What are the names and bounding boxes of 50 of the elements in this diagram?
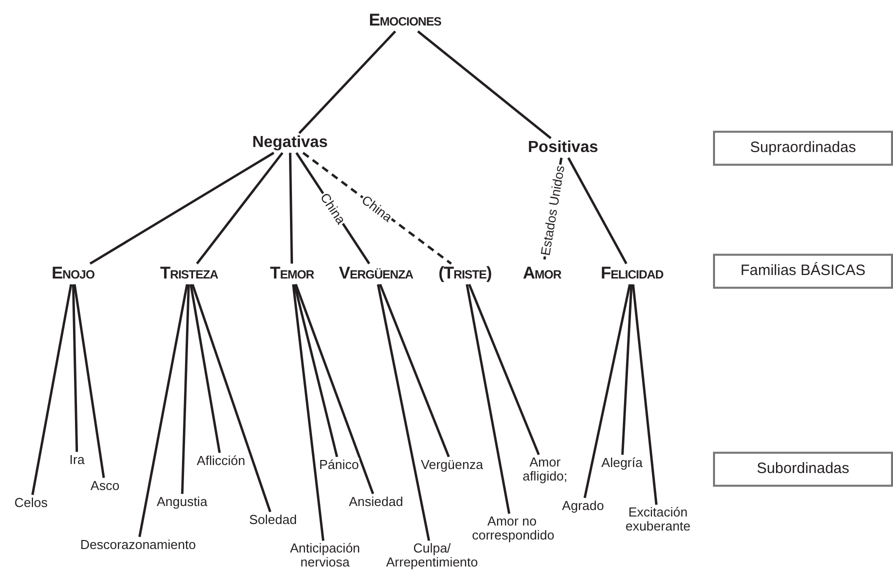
level-box: Familias BÁSICAS	[713, 254, 893, 288]
emotion-label: Alegría	[601, 456, 643, 470]
connector-line	[293, 284, 338, 458]
category-label: Tristeza	[160, 264, 218, 284]
level-box: Subordinadas	[713, 452, 893, 486]
connector-line	[292, 284, 324, 541]
connector-line	[379, 284, 450, 458]
connector-line	[376, 284, 430, 541]
connector-line	[191, 284, 272, 512]
connector-line	[196, 152, 284, 264]
connector-line	[190, 284, 221, 454]
connector-line	[72, 284, 78, 452]
category-label: Vergüenza	[338, 264, 414, 284]
connector-line	[621, 284, 633, 455]
connector-line	[584, 284, 631, 498]
emotion-label: Descorazonamiento	[80, 538, 196, 552]
emotion-label: Ira	[69, 452, 85, 468]
category-label: Enojo	[52, 264, 94, 284]
edge-label: Estados Unidos	[538, 164, 567, 258]
category-label: Amor	[522, 264, 562, 284]
group-label: Positivas	[528, 139, 598, 157]
category-label: (Triste)	[438, 264, 492, 284]
emotion-label: Asco	[90, 478, 120, 494]
connector-line	[294, 284, 374, 494]
category-label: Temor	[270, 264, 314, 284]
emotion-label: Celos	[14, 496, 48, 510]
connector-line	[138, 284, 188, 538]
connector-line	[567, 157, 628, 264]
emotion-label: Aflicción	[196, 454, 246, 468]
level-box: Supraordinadas	[713, 130, 893, 166]
connector-line	[181, 284, 190, 494]
connector-line	[298, 30, 396, 134]
emotion-label: Angustia	[156, 494, 208, 510]
connector-line	[466, 284, 510, 514]
connector-line	[73, 284, 105, 478]
emotion-label: Pánico	[319, 458, 359, 472]
emotion-label: Ansiedad	[348, 494, 404, 510]
connector-line	[632, 284, 658, 505]
connector-line	[417, 30, 552, 140]
emotion-label: Agrado	[562, 498, 604, 514]
category-label: Felicidad	[600, 264, 664, 284]
emotion-label: Amor no correspondido	[472, 514, 552, 544]
connector-line	[468, 284, 540, 456]
category-label: Emociones	[368, 12, 442, 30]
connector-line	[90, 152, 274, 265]
emotion-label: Soledad	[249, 512, 297, 528]
emotion-label: Vergüenza	[420, 458, 484, 472]
group-label: Negativas	[252, 134, 328, 152]
connector-line	[288, 152, 294, 264]
connector-line	[31, 284, 72, 496]
